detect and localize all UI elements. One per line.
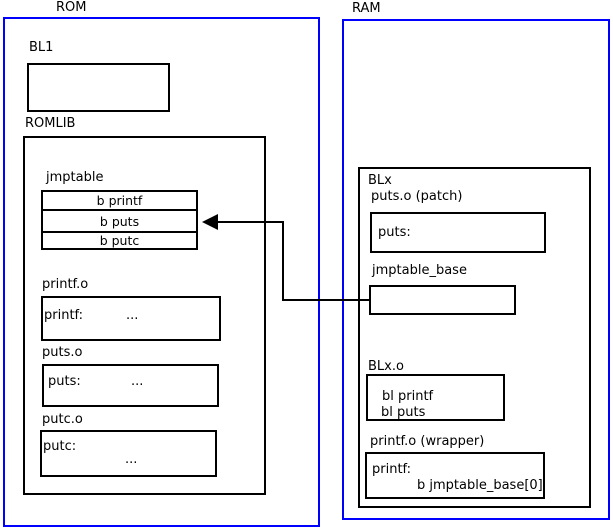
jmptable-base-label: jmptable_base (372, 263, 467, 278)
putc-o-symbol: putc: (43, 439, 77, 454)
blx-o-instruction-bl-puts: bl puts (381, 405, 426, 420)
ram-region-title: RAM (352, 1, 381, 16)
putc-o-label: putc.o (42, 412, 83, 427)
printf-o-body: ... (126, 308, 139, 323)
printf-o-label: printf.o (42, 277, 89, 292)
puts-patch-label: puts.o (patch) (371, 189, 463, 204)
rom-region-title: ROM (56, 0, 87, 15)
printf-wrapper-symbol: printf: (372, 462, 412, 477)
jmptable-label: jmptable (46, 170, 104, 185)
putc-o-box: putc: ... (40, 430, 217, 477)
jmptable-entry-puts: b puts (41, 209, 198, 233)
blx-label: BLx (368, 173, 392, 188)
puts-patch-symbol: puts: (378, 225, 411, 240)
jmptable-base-box (369, 285, 516, 315)
blx-o-label: BLx.o (368, 359, 404, 374)
bl1-box (27, 63, 170, 112)
putc-o-body: ... (125, 452, 138, 467)
jmptable-entry-printf: b printf (41, 190, 198, 211)
printf-wrapper-box: printf: b jmptable_base[0] (365, 452, 545, 499)
printf-o-symbol: printf: (44, 308, 84, 323)
romlib-box (23, 136, 266, 495)
puts-patch-box: puts: (370, 212, 546, 253)
puts-o-label: puts.o (42, 345, 83, 360)
blx-box (358, 167, 591, 508)
romlib-label: ROMLIB (25, 116, 76, 131)
puts-o-box: puts: ... (42, 364, 219, 407)
blx-o-instruction-bl-printf: bl printf (382, 389, 434, 404)
jmptable-entry-putc: b putc (41, 231, 198, 250)
printf-wrapper-label: printf.o (wrapper) (370, 434, 485, 449)
bl1-label: BL1 (29, 40, 54, 55)
puts-o-body: ... (131, 374, 144, 389)
blx-o-box: bl printf bl puts (366, 374, 505, 421)
printf-wrapper-body: b jmptable_base[0] (417, 478, 543, 493)
printf-o-box: printf: ... (41, 296, 221, 341)
puts-o-symbol: puts: (48, 374, 81, 389)
